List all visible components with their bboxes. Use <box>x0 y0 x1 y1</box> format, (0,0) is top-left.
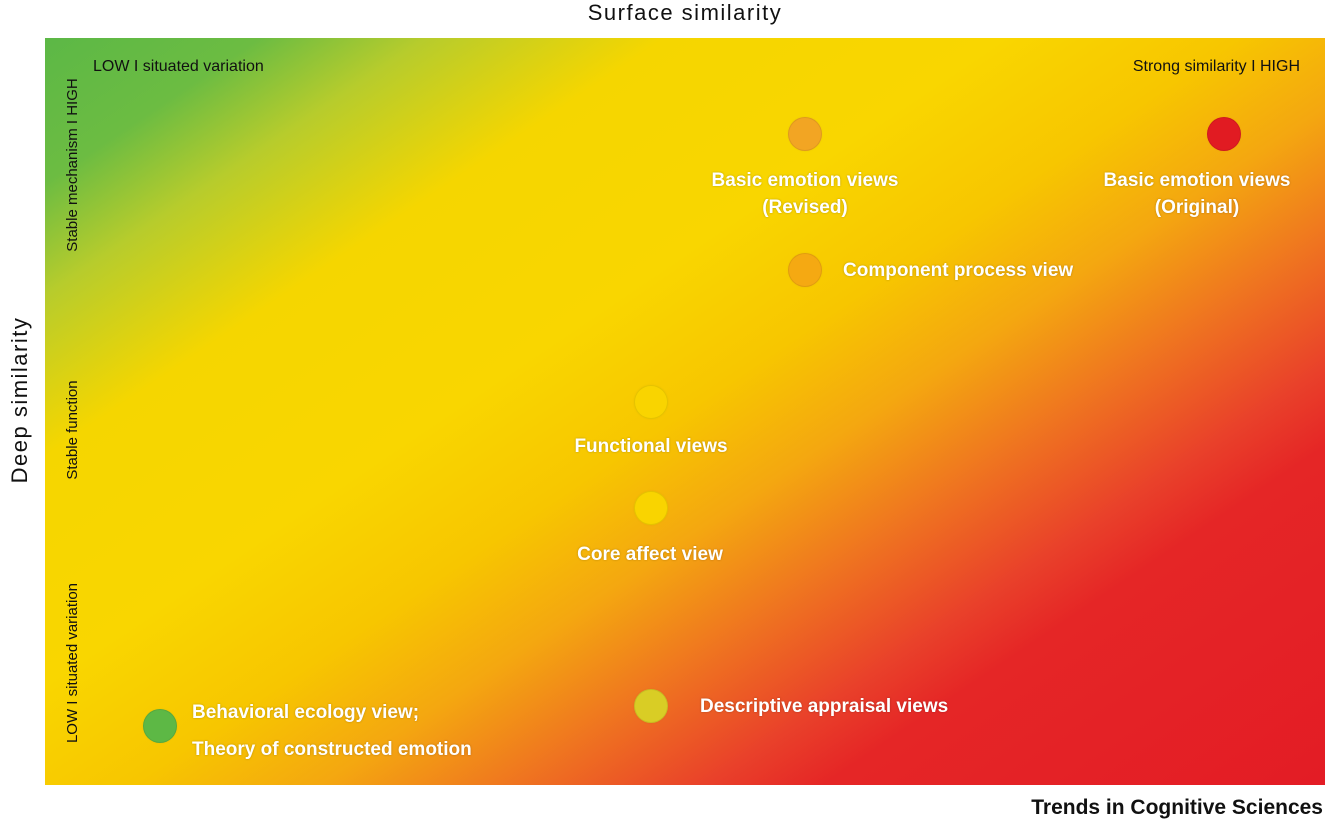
surface-similarity-axis-title: Surface similarity <box>587 0 783 25</box>
y-level-situated-variation: LOW I situated variation <box>64 582 81 744</box>
x-axis-low-label: LOW I situated variation <box>93 58 264 75</box>
y-level-stable-function: Stable function <box>64 380 81 480</box>
label-component-process: Component process view <box>843 260 1074 281</box>
deep-similarity-axis-title: Deep similarity <box>7 316 32 484</box>
y-level-stable-mechanism: Stable mechanism I HIGH <box>64 78 81 252</box>
label-behavioral-ecology: Behavioral ecology view;Theory of constr… <box>192 702 472 760</box>
node-component-process <box>788 253 822 287</box>
label-core-affect: Core affect view <box>577 544 723 565</box>
node-functional <box>634 385 668 419</box>
similarity-gradient-plot: LOW I situated variation Strong similari… <box>45 38 1325 785</box>
x-axis-high-label: Strong similarity I HIGH <box>1132 58 1300 75</box>
label-descriptive-appraisal: Descriptive appraisal views <box>700 696 949 717</box>
node-basic-emotion-original <box>1207 117 1241 151</box>
journal-credit: Trends in Cognitive Sciences <box>1031 796 1323 819</box>
node-descriptive-appraisal <box>634 689 668 723</box>
node-basic-emotion-revised <box>788 117 822 151</box>
label-functional: Functional views <box>574 436 728 457</box>
node-behavioral-ecology <box>143 709 177 743</box>
label-basic-emotion-revised: Basic emotion views(Revised) <box>711 170 899 218</box>
label-basic-emotion-original: Basic emotion views(Original) <box>1103 170 1291 218</box>
node-core-affect <box>634 491 668 525</box>
